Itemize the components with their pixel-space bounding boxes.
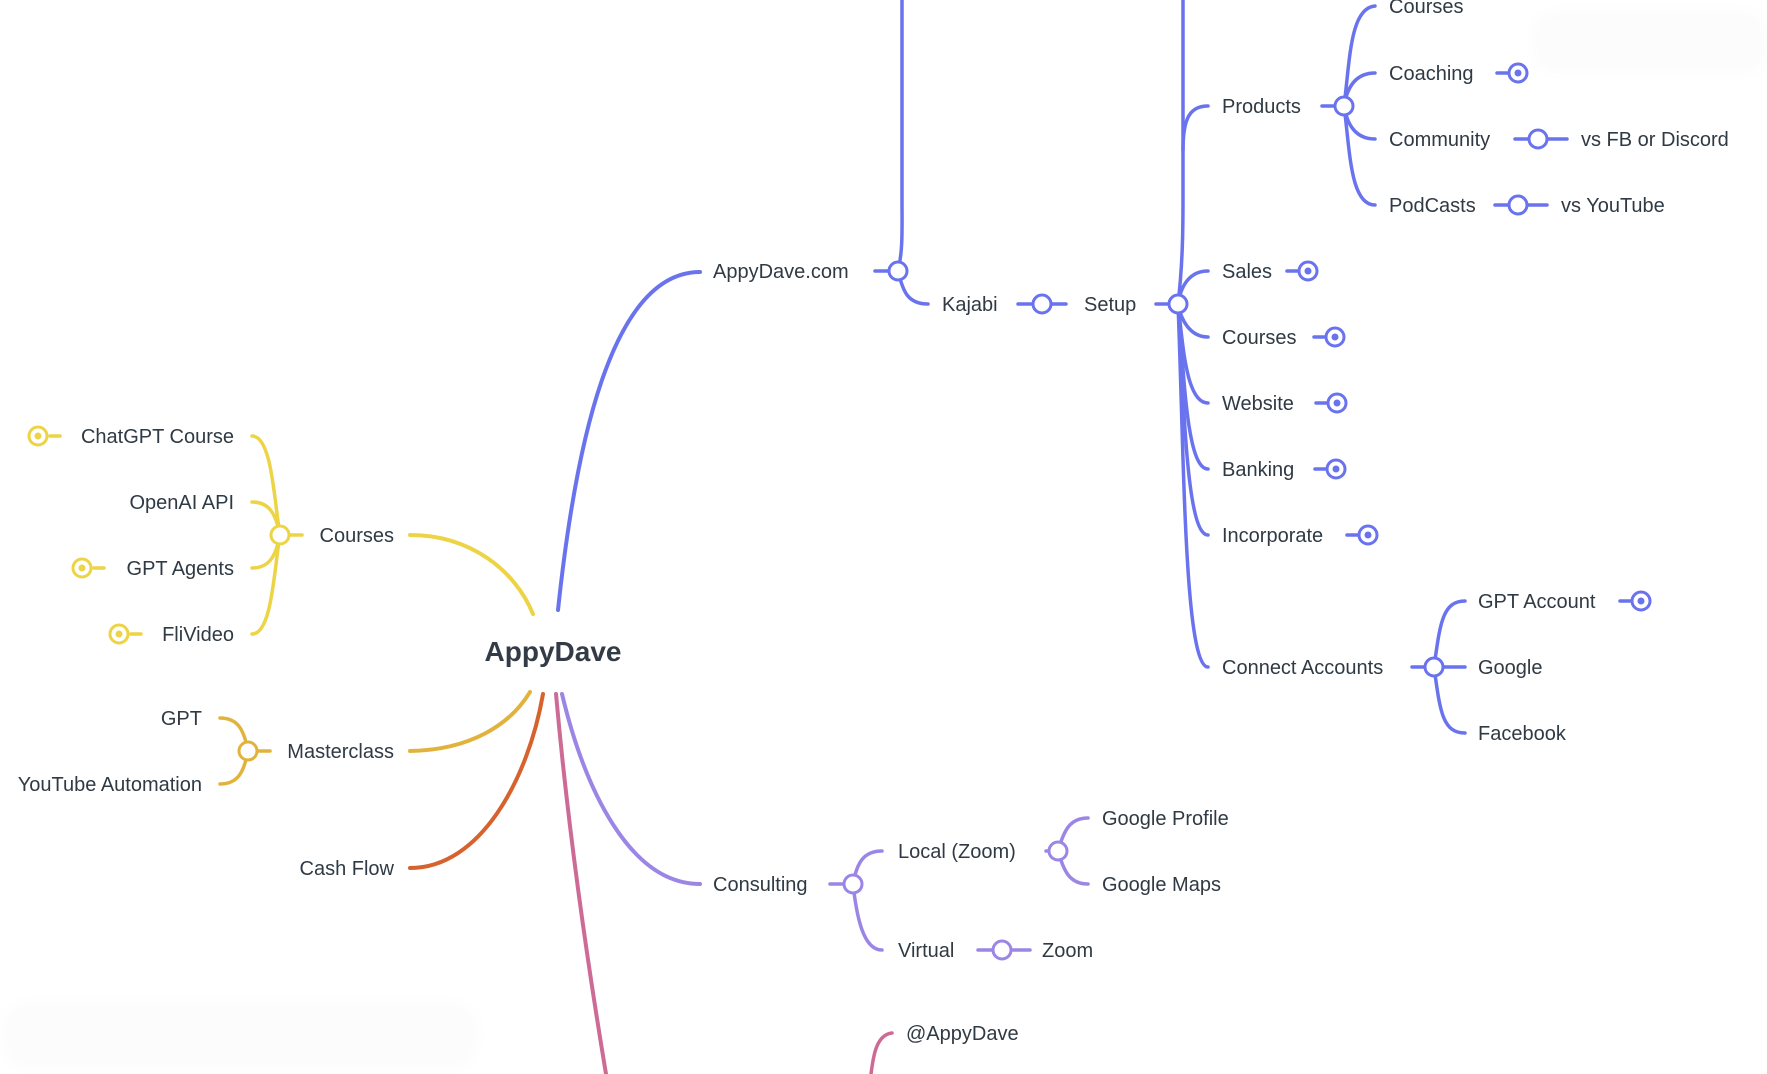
node-gpt[interactable]: GPT <box>161 708 202 730</box>
node-community[interactable]: Community <box>1389 129 1490 151</box>
edge-setup-products <box>1181 104 1210 152</box>
node-podcasts[interactable]: PodCasts <box>1389 195 1476 217</box>
node-openai-api[interactable]: OpenAI API <box>129 492 234 514</box>
edge-connect-gpt <box>1432 599 1467 669</box>
expand-toggle-coaching[interactable] <box>1507 62 1529 84</box>
edge-root-social <box>554 692 608 1074</box>
node-setup[interactable]: Setup <box>1084 294 1136 316</box>
node-courses[interactable]: Courses <box>320 525 394 547</box>
node-facebook[interactable]: Facebook <box>1478 723 1567 745</box>
labels: AppyDave AppyDave.com Kajabi Setup Produ… <box>18 0 1729 1045</box>
node-sales[interactable]: Sales <box>1222 261 1272 283</box>
edge-root-consulting <box>560 692 702 886</box>
expand-toggle-banking[interactable] <box>1325 458 1347 480</box>
collapse-toggle-community[interactable] <box>1527 128 1549 150</box>
node-local-zoom[interactable]: Local (Zoom) <box>898 841 1016 863</box>
node-coaching[interactable]: Coaching <box>1389 63 1474 85</box>
edge-root-masterclass <box>408 690 532 753</box>
node-connect-accounts[interactable]: Connect Accounts <box>1222 657 1383 679</box>
node-website[interactable]: Website <box>1222 393 1294 415</box>
edge-root-cash-flow <box>408 692 545 870</box>
node-masterclass[interactable]: Masterclass <box>287 741 394 763</box>
collapse-toggle-masterclass[interactable] <box>237 740 259 762</box>
edge-setup-connect-accounts <box>1176 302 1210 669</box>
collapse-toggle-products[interactable] <box>1333 95 1355 117</box>
collapse-toggle-connect-accounts[interactable] <box>1423 656 1445 678</box>
collapse-toggle-courses[interactable] <box>269 524 291 546</box>
collapse-toggle-local-zoom[interactable] <box>1047 840 1069 862</box>
node-setup-courses[interactable]: Courses <box>1222 327 1296 349</box>
node-virtual[interactable]: Virtual <box>898 940 954 962</box>
edge-setup-up <box>1176 0 1185 306</box>
node-google-profile[interactable]: Google Profile <box>1102 808 1229 830</box>
node-gpt-agents[interactable]: GPT Agents <box>127 558 234 580</box>
edge-products-courses <box>1342 4 1377 108</box>
toggles <box>27 62 1652 961</box>
node-cash-flow[interactable]: Cash Flow <box>300 858 395 880</box>
edge-root-courses <box>408 533 535 616</box>
collapse-toggle-appydave-com[interactable] <box>887 260 909 282</box>
expand-toggle-chatgpt-course[interactable] <box>27 425 49 447</box>
edge-connect-facebook <box>1432 665 1467 735</box>
node-google-maps[interactable]: Google Maps <box>1102 874 1221 896</box>
collapse-toggle-setup[interactable] <box>1167 293 1189 315</box>
node-gpt-account[interactable]: GPT Account <box>1478 591 1596 613</box>
expand-toggle-gpt-agents[interactable] <box>71 557 93 579</box>
collapse-toggle-consulting[interactable] <box>842 873 864 895</box>
node-incorporate[interactable]: Incorporate <box>1222 525 1323 547</box>
node-banking[interactable]: Banking <box>1222 459 1294 481</box>
node-zoom[interactable]: Zoom <box>1042 940 1093 962</box>
node-vs-youtube[interactable]: vs YouTube <box>1561 195 1665 217</box>
edge-root-appydave-com <box>556 270 702 612</box>
node-youtube-automation[interactable]: YouTube Automation <box>18 774 202 796</box>
edge-social-appydave <box>869 1031 894 1074</box>
node-chatgpt-course[interactable]: ChatGPT Course <box>81 426 234 448</box>
edge-consulting-virtual <box>851 882 884 952</box>
node-flivideo[interactable]: FliVideo <box>162 624 234 646</box>
expand-toggle-gpt-account[interactable] <box>1630 590 1652 612</box>
collapse-toggle-kajabi[interactable] <box>1031 293 1053 315</box>
node-products-courses[interactable]: Courses <box>1389 0 1463 18</box>
collapse-toggle-virtual[interactable] <box>991 939 1013 961</box>
node-google[interactable]: Google <box>1478 657 1543 679</box>
node-consulting[interactable]: Consulting <box>713 874 808 896</box>
collapse-toggle-podcasts[interactable] <box>1507 194 1529 216</box>
edge-courses-flivideo <box>250 533 282 636</box>
node-appydave-com[interactable]: AppyDave.com <box>713 261 849 283</box>
node-appydave-handle[interactable]: @AppyDave <box>906 1023 1019 1045</box>
root-node-appydave[interactable]: AppyDave <box>485 636 622 667</box>
edges <box>48 0 1632 1074</box>
expand-toggle-courses[interactable] <box>1324 326 1346 348</box>
expand-toggle-sales[interactable] <box>1297 260 1319 282</box>
node-products[interactable]: Products <box>1222 96 1301 118</box>
edge-products-podcasts <box>1342 104 1377 207</box>
node-kajabi[interactable]: Kajabi <box>942 294 998 316</box>
expand-toggle-flivideo[interactable] <box>108 623 130 645</box>
expand-toggle-incorporate[interactable] <box>1357 524 1379 546</box>
node-vs-fb-discord[interactable]: vs FB or Discord <box>1581 129 1729 151</box>
edge-appydave-com-up <box>896 0 904 273</box>
expand-toggle-website[interactable] <box>1326 392 1348 414</box>
